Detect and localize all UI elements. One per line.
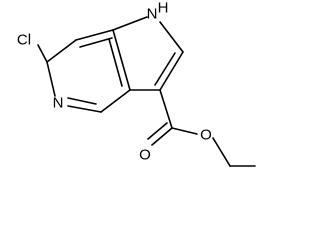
nh-hydrogen-label: H [158, 0, 169, 17]
bond-c2-c3 [159, 51, 184, 91]
ester-oxygen-label: O [200, 127, 212, 144]
bond-c6-c7 [46, 39, 77, 63]
bond-c7-c7a-inner [79, 37, 113, 48]
bond-n1-c2 [159, 21, 184, 53]
chlorine-label: Cl [17, 32, 31, 49]
bond-c3a-c7a [112, 29, 131, 91]
pyrrole-ring [112, 16, 184, 91]
carbonyl-oxygen-label: O [139, 147, 151, 164]
bond-c6-n5 [46, 61, 56, 97]
bond-c3-carbonyl-c [159, 89, 173, 129]
bond-c4-c3a [100, 89, 131, 113]
ester-group [147, 89, 256, 167]
pyridine-ring [46, 29, 131, 113]
bond-c7a-n1 [112, 16, 148, 31]
pyridine-nitrogen-label: N [53, 95, 64, 112]
nh-nitrogen-label: N [147, 6, 158, 23]
bond-n5-c4-inner [67, 97, 97, 105]
molecule-structure: Cl H N N O O [17, 0, 256, 167]
bond-n5-c4 [67, 105, 102, 113]
bond-c6-cl [37, 44, 48, 63]
bond-c3a-c7a-inner [108, 38, 123, 87]
bond-ester-o-ch2 [212, 137, 231, 167]
bond-c7-c7a [75, 29, 114, 41]
bond-carbonyl-c-o-double [147, 122, 168, 140]
bond-carbonyl-c-ester-o [171, 127, 198, 135]
bond-carbonyl-c-o [151, 127, 173, 146]
bond-c2-c3-inner [154, 52, 176, 86]
